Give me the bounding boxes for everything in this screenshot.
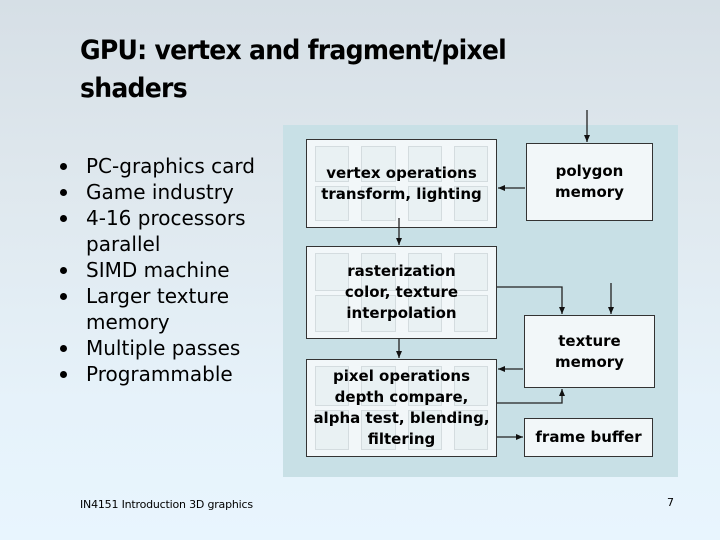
frame-buffer-box: frame buffer — [524, 418, 653, 457]
bullet-list: PC-graphics card Game industry 4-16 proc… — [60, 153, 286, 387]
bullet-item: Programmable — [60, 361, 286, 387]
footer-course: IN4151 Introduction 3D graphics — [80, 498, 253, 511]
slide-title-line-1: GPU: vertex and fragment/pixel — [80, 35, 507, 66]
bullet-item: Multiple passes — [60, 335, 286, 361]
texture-memory-label: texture memory — [555, 331, 624, 371]
rasterization-box: rasterization color, texture interpolati… — [306, 246, 497, 339]
bullet-item: SIMD machine — [60, 257, 286, 283]
frame-buffer-label: frame buffer — [535, 428, 642, 446]
bullet-icon — [60, 215, 67, 222]
bullet-item: Game industry — [60, 179, 286, 205]
bullet-icon — [60, 345, 67, 352]
rasterization-label: rasterization color, texture interpolati… — [344, 262, 459, 322]
vertex-operations-box: vertex operations transform, lighting — [306, 139, 497, 228]
pixel-operations-box: pixel operations depth compare, alpha te… — [306, 359, 497, 457]
processor-grid — [315, 253, 488, 332]
bullet-item: PC-graphics card — [60, 153, 286, 179]
bullet-icon — [60, 163, 67, 170]
pixel-operations-label: pixel operations depth compare, alpha te… — [313, 367, 490, 448]
slide-title-line-2: shaders — [80, 73, 188, 104]
polygon-memory-label: polygon memory — [555, 162, 624, 201]
processor-grid — [315, 146, 488, 221]
slide-title: GPU: vertex and fragment/pixel shaders — [80, 32, 601, 108]
bullet-icon — [60, 371, 67, 378]
bullet-icon — [60, 189, 67, 196]
processor-grid — [315, 366, 488, 450]
texture-memory-box: texture memory — [524, 315, 655, 388]
bullet-icon — [60, 293, 67, 300]
vertex-operations-label: vertex operations transform, lighting — [321, 163, 482, 203]
bullet-item: Larger texture memory — [60, 283, 286, 335]
page-number: 7 — [667, 496, 674, 509]
bullet-icon — [60, 267, 67, 274]
polygon-memory-box: polygon memory — [526, 143, 653, 221]
bullet-item: 4-16 processors parallel — [60, 205, 286, 257]
